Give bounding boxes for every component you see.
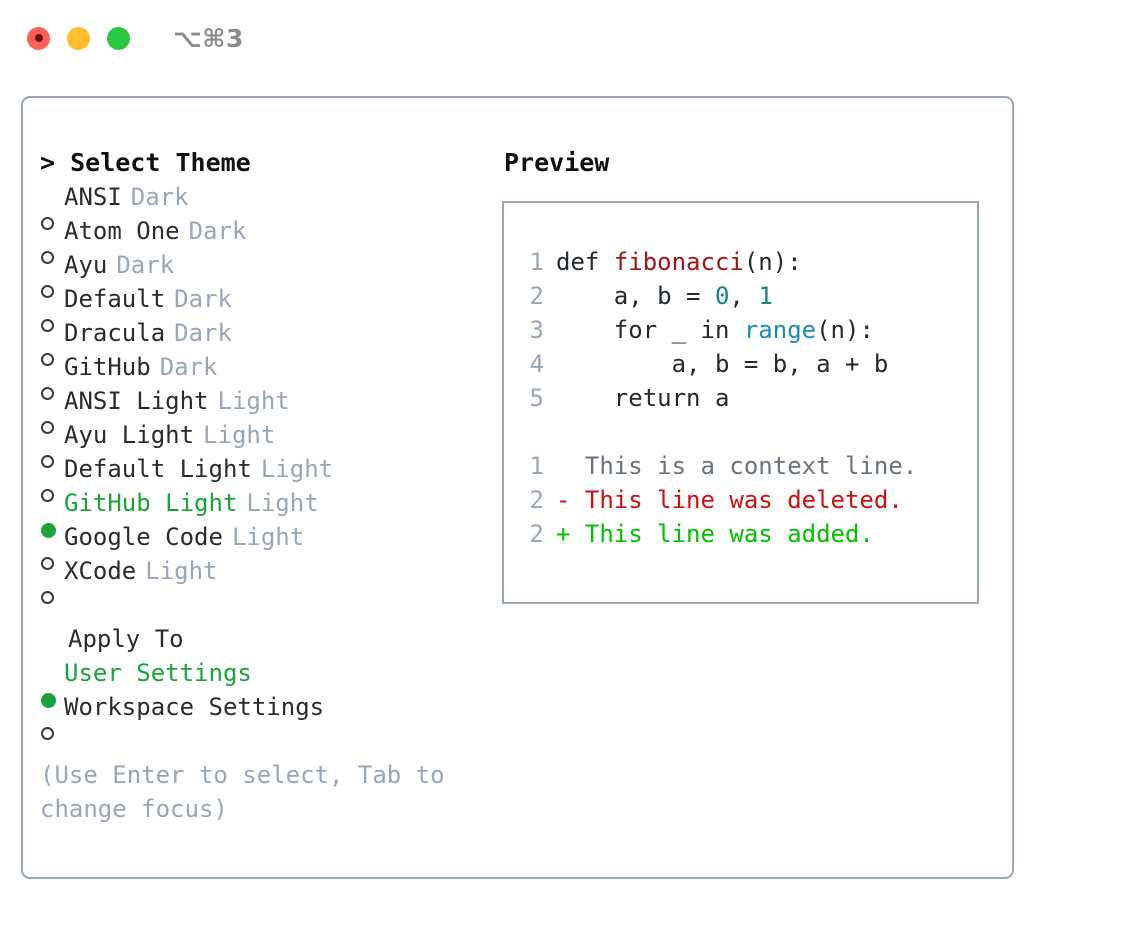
theme-option-6[interactable]: ANSI Light Light [40, 384, 493, 434]
theme-variant-tag: Light [203, 421, 276, 449]
diff-line-add: 2 + This line was added. [504, 517, 977, 551]
theme-variant-tag: Light [145, 557, 218, 585]
apply-to-option-label: Workspace Settings [64, 693, 325, 721]
keyboard-shortcut-label: ⌥⌘3 [173, 23, 244, 53]
code-gap [504, 415, 977, 449]
theme-variant-tag: Dark [188, 217, 247, 245]
theme-option-label: Google Code [64, 523, 223, 551]
theme-option-label: Default Light [64, 455, 252, 483]
code-line-text: a, b = b, a + b [556, 347, 889, 381]
theme-variant-tag: Light [231, 523, 305, 551]
theme-option-label: GitHub [64, 353, 151, 381]
code-token-plain: a, b = [556, 282, 715, 310]
theme-option-label: Ayu Light [64, 421, 195, 449]
theme-option-7[interactable]: Ayu Light Light [40, 418, 493, 468]
code-token-plain: def [556, 248, 614, 276]
keyboard-hint-text: (Use Enter to select, Tab to change focu… [40, 761, 460, 823]
diff-line-text: - This line was deleted. [556, 486, 903, 514]
code-line: 4 a, b = b, a + b [504, 347, 977, 381]
select-theme-heading: > Select Theme [40, 148, 251, 177]
code-token-plain: (n): [816, 316, 874, 344]
code-line-text: a, b = 0, 1 [556, 279, 773, 313]
apply-to-option-0[interactable]: User Settings [40, 656, 493, 708]
theme-option-label: Default [64, 285, 166, 313]
theme-variant-tag: Dark [174, 285, 232, 313]
theme-option-9[interactable]: GitHub Light Light [40, 486, 493, 538]
theme-variant-tag: Light [217, 387, 290, 415]
theme-variant-tag: Light [246, 489, 319, 517]
theme-variant-tag: Dark [130, 183, 189, 211]
code-line-number: 3 [529, 316, 544, 344]
traffic-light-group [27, 26, 130, 50]
diff-line-number: 2 [529, 520, 544, 548]
diff-line-text: + This line was added. [556, 520, 874, 548]
theme-variant-tag: Dark [159, 353, 218, 381]
code-line-number: 1 [529, 248, 544, 276]
code-line: 3 for _ in range(n): [504, 313, 977, 347]
code-token-plain: for _ in [556, 316, 744, 344]
code-token-fn: fibonacci [613, 248, 744, 276]
code-line-number: 2 [529, 282, 544, 310]
apply-to-option-label: User Settings [64, 659, 252, 687]
code-line-text: def fibonacci(n): [556, 245, 802, 279]
theme-option-label: XCode [64, 557, 137, 585]
theme-option-label: Atom One [64, 217, 180, 245]
diff-line-number: 1 [529, 452, 544, 480]
apply-to-heading: Apply To [68, 625, 184, 653]
theme-option-1[interactable]: Atom One Dark [40, 214, 493, 264]
code-token-num: 1 [758, 282, 773, 310]
code-token-plain: a, b = b, a + b [556, 350, 889, 378]
close-window-button[interactable] [27, 26, 50, 50]
code-line: 2 a, b = 0, 1 [504, 279, 977, 313]
code-token-call: range [743, 316, 817, 344]
code-line: 1 def fibonacci(n): [504, 245, 977, 279]
theme-option-10[interactable]: Google Code Light [40, 520, 493, 570]
theme-option-label: ANSI [64, 183, 122, 211]
theme-option-label: ANSI Light [64, 387, 209, 415]
theme-variant-tag: Dark [174, 319, 232, 347]
minimize-window-button[interactable] [67, 26, 90, 50]
code-token-plain: return a [556, 384, 730, 412]
code-line-text: for _ in range(n): [556, 313, 874, 347]
theme-option-3[interactable]: Default Dark [40, 282, 493, 332]
theme-option-label: GitHub Light [64, 489, 238, 517]
maximize-window-button[interactable] [107, 26, 130, 50]
code-line-number: 4 [529, 350, 544, 378]
code-token-plain: , [729, 282, 759, 310]
theme-variant-tag: Dark [116, 251, 175, 279]
diff-lines-group: 1 This is a context line. 2 - This line wa… [504, 449, 977, 551]
code-line: 5 return a [504, 381, 977, 415]
theme-option-11[interactable]: XCode Light [40, 554, 493, 604]
theme-option-5[interactable]: GitHub Dark [40, 350, 493, 400]
theme-option-8[interactable]: Default Light Light [40, 452, 493, 502]
theme-option-label: Dracula [64, 319, 166, 347]
diff-line-text: This is a context line. [556, 452, 918, 480]
theme-option-2[interactable]: Ayu Dark [40, 248, 493, 298]
code-token-plain: (n): [743, 248, 802, 276]
theme-option-label: Ayu [64, 251, 108, 279]
theme-option-0[interactable]: ANSI Dark [40, 180, 493, 230]
diff-line-del: 2 - This line was deleted. [504, 483, 977, 517]
code-line-number: 5 [529, 384, 544, 412]
apply-to-option-1[interactable]: Workspace Settings [40, 690, 493, 740]
code-token-num: 0 [714, 282, 730, 310]
title-bar: ⌥⌘3 [0, 0, 1140, 76]
preview-heading: Preview [504, 148, 610, 177]
theme-option-4[interactable]: Dracula Dark [40, 316, 493, 366]
diff-line-ctx: 1 This is a context line. [504, 449, 977, 483]
code-line-text: return a [556, 381, 730, 415]
theme-variant-tag: Light [260, 455, 334, 483]
diff-line-number: 2 [529, 486, 544, 514]
